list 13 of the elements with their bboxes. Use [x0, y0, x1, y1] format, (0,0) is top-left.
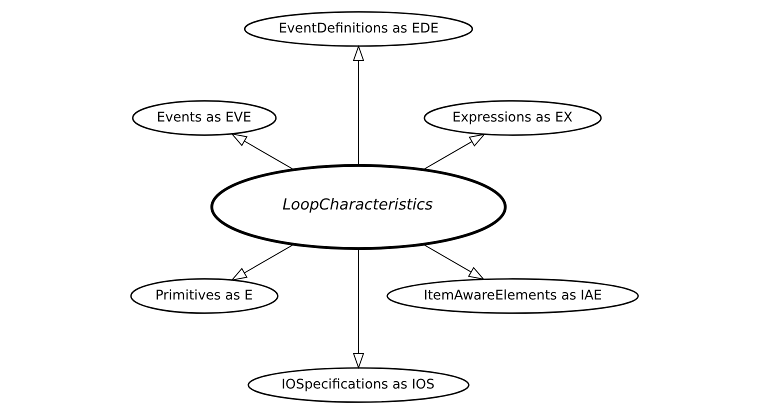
arrow — [352, 248, 364, 370]
arrow — [422, 134, 486, 170]
node-ellipse: ItemAwareElements as IAE — [386, 278, 638, 314]
arrow — [352, 44, 364, 166]
arrow — [230, 244, 294, 281]
node-ellipse: EventDefinitions as EDE — [244, 11, 473, 47]
arrow — [230, 133, 294, 170]
node-ellipse: LoopCharacteristics — [210, 164, 506, 250]
node-ellipse: Events as EVE — [132, 100, 276, 136]
arrow — [422, 244, 484, 280]
node-ellipse: IOSpecifications as IOS — [247, 367, 469, 403]
node-ellipse: Primitives as E — [130, 278, 278, 314]
node-ellipse: Expressions as EX — [423, 100, 602, 136]
